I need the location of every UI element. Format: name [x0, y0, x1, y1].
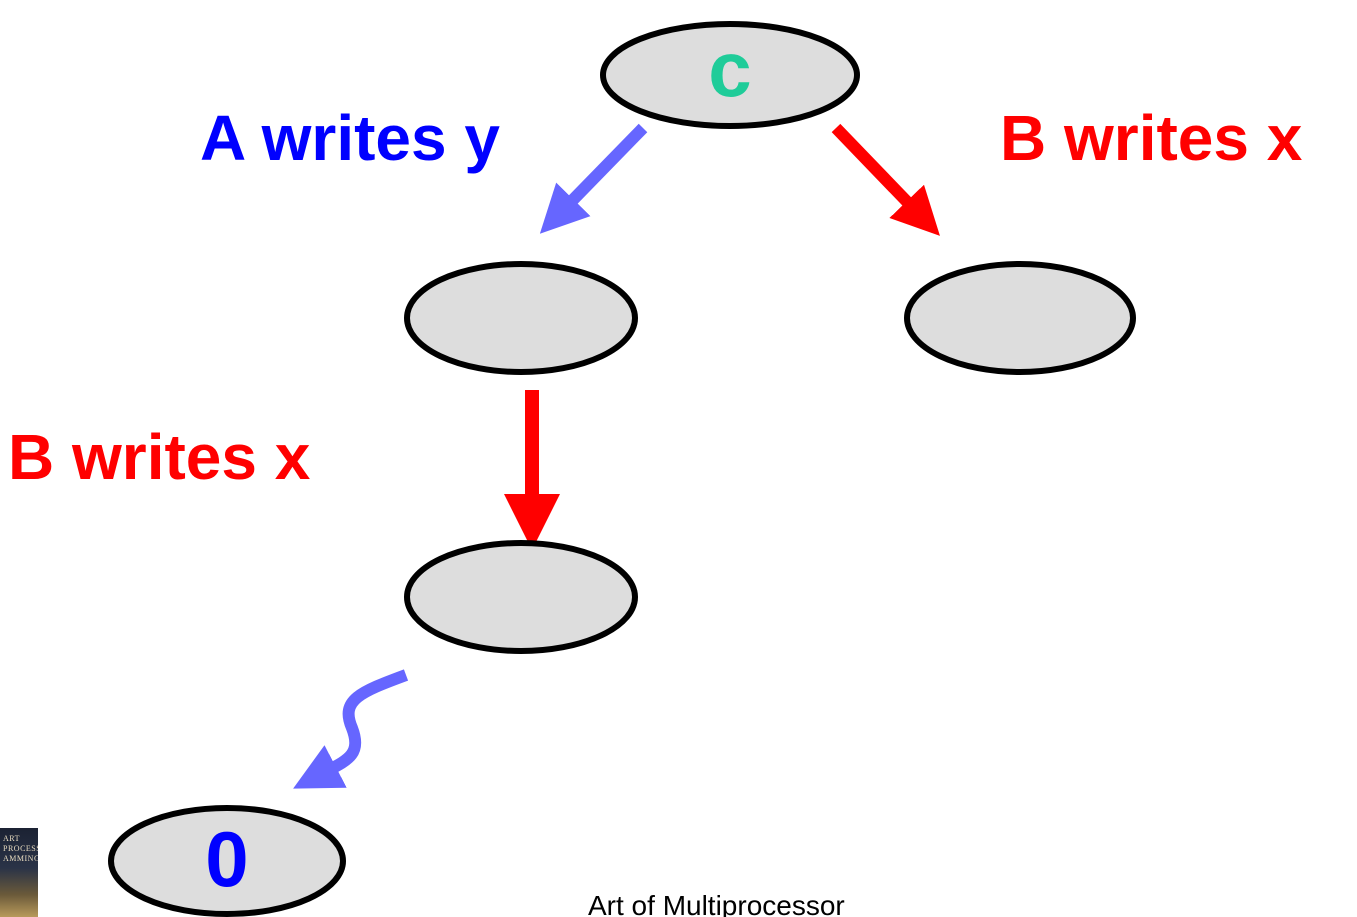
- edge-label-b-writes-x-down: B writes x: [8, 421, 311, 493]
- node-right: [904, 261, 1136, 375]
- edge-root-to-right-arrow: [831, 123, 940, 236]
- node-leaf: [108, 805, 346, 917]
- edge-middle-to-leaf-arrow: [293, 669, 409, 789]
- node-leaf-label: 0: [205, 815, 249, 903]
- node-root-label: c: [708, 25, 752, 113]
- node-middle: [404, 540, 638, 654]
- edge-label-b-writes-x-right: B writes x: [1000, 102, 1303, 174]
- node-left: [404, 261, 638, 375]
- edge-root-to-left-arrow: [539, 123, 648, 234]
- edge-label-a-writes-y: A writes y: [200, 102, 500, 174]
- footer-text: Art of Multiprocessor: [588, 890, 845, 917]
- node-root: [600, 21, 860, 129]
- book-cover-image: ART PROCESSOR AMMING: [0, 828, 38, 917]
